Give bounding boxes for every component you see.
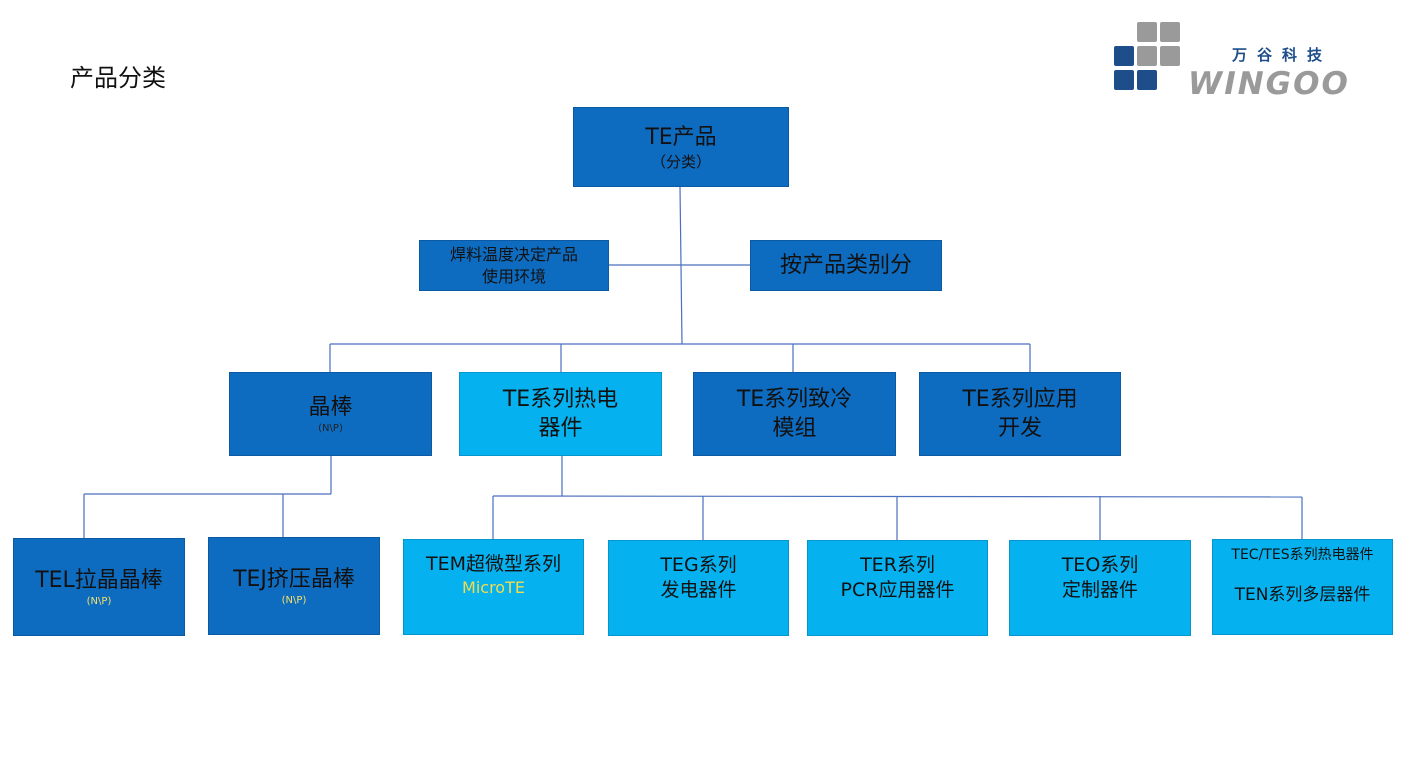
root-node-title: TE产品 <box>645 124 717 150</box>
node-tel-sub: (N\P) <box>86 596 112 607</box>
node-te-cooling-modules: TE系列致冷 模组 <box>693 372 896 456</box>
root-node-subtitle: （分类） <box>650 152 711 171</box>
node-teg-line1: TEG系列 <box>660 554 737 576</box>
node-teg-line2: 发电器件 <box>660 579 737 601</box>
root-node-te-products: TE产品 （分类） <box>573 107 789 187</box>
node-te-devices-line2: 器件 <box>538 416 583 441</box>
side-node-solder-temperature: 焊料温度决定产品 使用环境 <box>419 240 609 291</box>
node-ter-line2: PCR应用器件 <box>840 579 955 601</box>
node-tem-line1: TEM超微型系列 <box>425 553 561 575</box>
company-logo: 万谷科技 WINGOO <box>1112 20 1384 102</box>
logo-company-en: WINGOO <box>1188 66 1350 102</box>
node-te-application-line2: 开发 <box>997 416 1042 441</box>
page-title: 产品分类 <box>70 64 166 92</box>
node-teo-line1: TEO系列 <box>1061 554 1139 576</box>
node-tel-title: TEL拉晶晶棒 <box>35 568 163 593</box>
node-te-modules-line1: TE系列致冷 <box>736 387 853 412</box>
node-te-devices-line1: TE系列热电 <box>502 387 619 412</box>
node-teo-line2: 定制器件 <box>1061 579 1138 601</box>
side-node-left-line2: 使用环境 <box>481 266 546 286</box>
node-ter-series: TER系列 PCR应用器件 <box>807 540 988 636</box>
node-tej-title: TEJ挤压晶棒 <box>233 567 355 592</box>
node-crystal-rod-line2: (N\P) <box>318 423 343 434</box>
node-te-application-development: TE系列应用 开发 <box>919 372 1121 456</box>
node-te-application-line1: TE系列应用 <box>962 387 1078 412</box>
side-node-right-label: 按产品类别分 <box>779 253 912 278</box>
node-te-modules-line2: 模组 <box>772 416 817 441</box>
node-ter-line1: TER系列 <box>860 554 935 576</box>
node-tem-micro-series: TEM超微型系列 MicroTE <box>403 539 584 635</box>
side-node-by-category: 按产品类别分 <box>750 240 942 291</box>
node-crystal-rod: 晶棒 (N\P) <box>229 372 432 456</box>
node-teo-series: TEO系列 定制器件 <box>1009 540 1191 636</box>
node-tem-line2: MicroTE <box>462 578 525 597</box>
node-tel-pulled-crystal-rod: TEL拉晶晶棒 (N\P) <box>13 538 185 636</box>
node-tec-tes-ten-series: TEC/TES系列热电器件 TEN系列多层器件 <box>1212 539 1393 635</box>
logo-company-cn: 万谷科技 <box>1232 46 1333 64</box>
side-node-left-line1: 焊料温度决定产品 <box>449 244 578 264</box>
node-tej-extruded-crystal-rod: TEJ挤压晶棒 (N\P) <box>208 537 380 635</box>
node-crystal-rod-line1: 晶棒 <box>308 395 353 420</box>
node-te-thermoelectric-devices: TE系列热电 器件 <box>459 372 662 456</box>
node-tec-tes-line1: TEC/TES系列热电器件 <box>1231 547 1374 563</box>
node-teg-series: TEG系列 发电器件 <box>608 540 789 636</box>
node-tej-sub: (N\P) <box>281 595 307 606</box>
node-ten-line2: TEN系列多层器件 <box>1234 585 1371 605</box>
